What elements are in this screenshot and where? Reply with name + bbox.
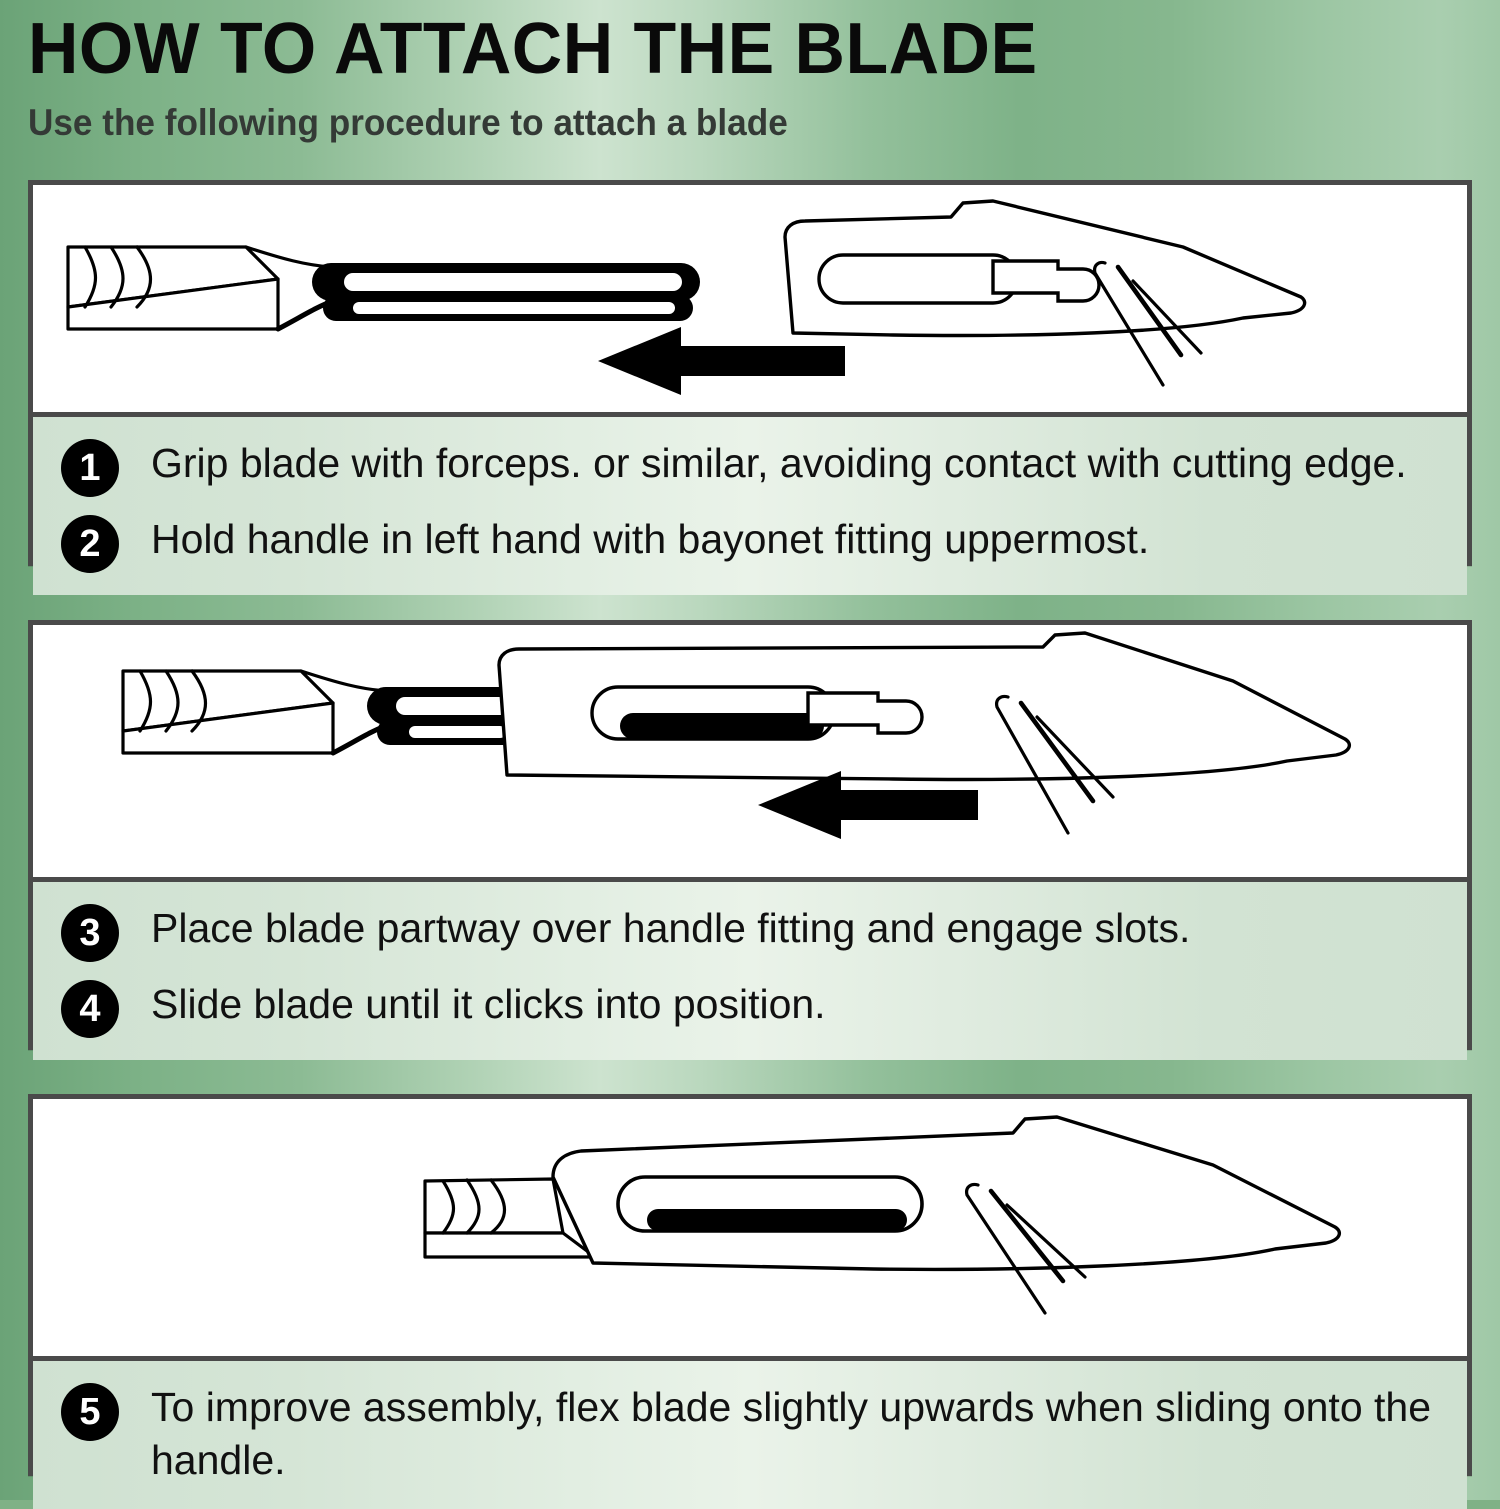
scalpel-blade-outline xyxy=(551,1115,1342,1315)
figure-blade-attached xyxy=(33,1099,1467,1356)
list-item: 3 Place blade partway over handle fittin… xyxy=(33,894,1467,970)
step-badge: 3 xyxy=(61,904,119,962)
step-badge: 5 xyxy=(61,1383,119,1441)
step-text: Slide blade until it clicks into positio… xyxy=(151,981,826,1027)
step-text: Place blade partway over handle fitting … xyxy=(151,905,1191,951)
scalpel-blade-outline xyxy=(497,631,1352,835)
page-title: HOW TO ATTACH THE BLADE xyxy=(28,9,1038,89)
list-item: 4 Slide blade until it clicks into posit… xyxy=(33,970,1467,1046)
direction-arrow-left xyxy=(598,327,845,395)
step-text: Hold handle in left hand with bayonet fi… xyxy=(151,516,1150,562)
step-panel-1: 1 Grip blade with forceps. or similar, a… xyxy=(28,180,1472,595)
list-item: 5 To improve assembly, flex blade slight… xyxy=(33,1373,1467,1495)
step-text: Grip blade with forceps. or similar, avo… xyxy=(151,440,1407,486)
steps-list-panel-3: 5 To improve assembly, flex blade slight… xyxy=(33,1356,1467,1509)
illustration-panel-3 xyxy=(423,1115,1342,1315)
steps-list-panel-2: 3 Place blade partway over handle fittin… xyxy=(33,877,1467,1060)
header: HOW TO ATTACH THE BLADE Use the followin… xyxy=(28,8,1468,146)
illustration-panel-1 xyxy=(66,199,1307,395)
page-subtitle: Use the following procedure to attach a … xyxy=(28,102,788,143)
step-badge: 2 xyxy=(61,515,119,573)
scalpel-blade-outline xyxy=(783,199,1307,387)
figure-forceps-and-handle xyxy=(33,185,1467,412)
step-text: To improve assembly, flex blade slightly… xyxy=(151,1384,1432,1483)
step-badge: 1 xyxy=(61,439,119,497)
step-panel-2: 3 Place blade partway over handle fittin… xyxy=(28,620,1472,1060)
list-item: 2 Hold handle in left hand with bayonet … xyxy=(33,505,1467,581)
forceps-jaw xyxy=(367,687,525,745)
step-panel-3: 5 To improve assembly, flex blade slight… xyxy=(28,1094,1472,1509)
illustration-panel-2 xyxy=(121,631,1352,839)
direction-arrow-left xyxy=(758,771,978,839)
step-badge: 4 xyxy=(61,980,119,1038)
list-item: 1 Grip blade with forceps. or similar, a… xyxy=(33,429,1467,505)
steps-list-panel-1: 1 Grip blade with forceps. or similar, a… xyxy=(33,412,1467,595)
forceps-jaw xyxy=(312,263,700,321)
figure-blade-partway-on-handle xyxy=(33,625,1467,877)
